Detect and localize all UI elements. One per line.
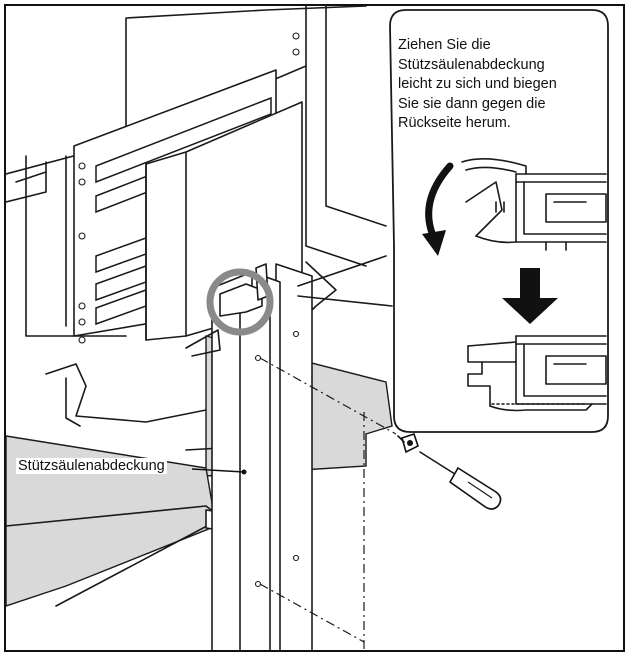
part-label-support-column-cover: Stützsäulenabdeckung [16,458,167,474]
cover-profile-after [467,335,607,412]
instruction-line: Sie sie dann gegen die [398,95,546,112]
instruction-line: Stützsäulenabdeckung [398,56,545,73]
instruction-line: leicht zu sich und biegen [398,76,557,92]
highlight-ring [206,268,274,336]
screwdriver-icon [419,451,502,510]
curved-arrow-icon [422,162,454,256]
diagram-frame: Ziehen Sie die Stützsäulenabdeckung leic… [4,4,625,652]
down-arrow-icon [502,268,558,324]
instruction-line: Ziehen Sie die [398,37,491,53]
instruction-line: Rückseite herum. [398,115,511,131]
screw-icon [397,432,419,454]
guide-lines [259,357,397,650]
instruction-text: Ziehen Sie die Stützsäulenabdeckung leic… [398,36,608,134]
cover-profile-before [461,158,607,251]
assembly-illustration [6,6,609,650]
support-column [185,263,313,650]
callout-box [389,9,609,433]
tv-rear-panel [6,6,387,344]
